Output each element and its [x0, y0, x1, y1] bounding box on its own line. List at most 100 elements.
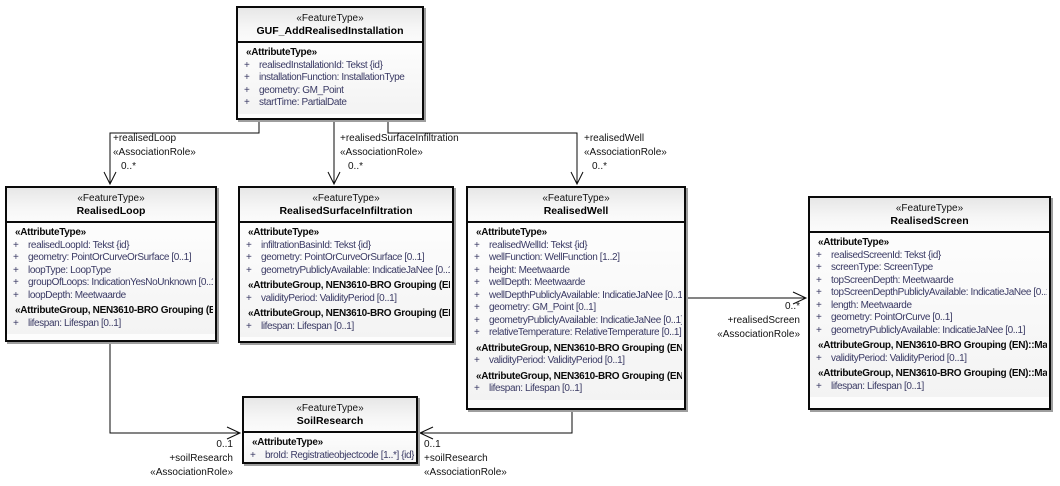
- class-name: RealisedScreen: [890, 215, 969, 227]
- association-role-name: +realisedWell: [584, 133, 645, 144]
- attribute-row: +wellDepth: Meetwaarde: [474, 277, 586, 288]
- attribute-row: +wellDepthPubliclyAvailable: IndicatieJa…: [474, 289, 682, 301]
- arrowhead-realised-well: [570, 171, 584, 186]
- attribute-group-header: «AttributeGroup, NEN3610-BRO Grouping (E…: [476, 370, 682, 382]
- arrowhead-realised-screen: [792, 291, 808, 305]
- visibility-public: +: [13, 252, 19, 263]
- attribute-row: +topScreenDepth: Meetwaarde: [816, 274, 954, 286]
- association-multiplicity: 0..*: [121, 161, 137, 172]
- visibility-public: +: [816, 312, 822, 323]
- association-label-realised-well: +realisedWell «AssociationRole» 0..*: [584, 132, 667, 174]
- class-soil-research[interactable]: «FeatureType» SoilResearch «AttributeTyp…: [242, 396, 418, 464]
- connector-realised-well[interactable]: [387, 120, 578, 184]
- visibility-public: +: [816, 380, 822, 392]
- attribute-row: +geometry: GM_Point: [244, 84, 344, 96]
- visibility-public: +: [13, 264, 19, 276]
- class-stereotype: «FeatureType»: [895, 203, 964, 214]
- connector-soil-research-right[interactable]: [420, 410, 573, 434]
- attribute-row: +loopType: LoopType: [13, 264, 111, 276]
- attribute-group-header: «AttributeGroup, NEN3610-BRO Grouping (E…: [15, 305, 213, 316]
- attribute-group-header: «AttributeGroup, NEN3610-BRO Grouping (E…: [818, 340, 1047, 351]
- visibility-public: +: [246, 239, 252, 251]
- association-multiplicity: 0..*: [348, 161, 364, 172]
- attribute-row: +lifespan: Lifespan [0..1]: [474, 383, 582, 394]
- attribute-row: +geometryPubliclyAvailable: IndicatieJaN…: [246, 264, 450, 276]
- visibility-public: +: [246, 252, 252, 263]
- association-stereotype: «AssociationRole»: [584, 147, 667, 158]
- visibility-public: +: [250, 449, 256, 461]
- attribute-row: +geometry: PointOrCurveOrSurface [0..1]: [246, 252, 425, 263]
- association-multiplicity: 0..*: [784, 301, 800, 312]
- association-role-name: +realisedLoop: [113, 133, 177, 144]
- visibility-public: +: [474, 383, 480, 394]
- visibility-public: +: [474, 252, 480, 263]
- visibility-public: +: [246, 320, 252, 332]
- association-stereotype: «AssociationRole»: [150, 467, 233, 478]
- association-label-realised-surface-infiltration: +realisedSurfaceInfiltration «Associatio…: [340, 132, 459, 174]
- attribute-row: +validityPeriod: ValidityPeriod [0..1]: [816, 352, 967, 364]
- attribute-type-header: «AttributeType»: [252, 437, 323, 448]
- visibility-public: +: [244, 97, 250, 108]
- class-name: GUF_AddRealisedInstallation: [256, 25, 404, 37]
- class-header: «FeatureType» RealisedSurfaceInfiltratio…: [240, 188, 452, 223]
- class-realised-surface-infiltration[interactable]: «FeatureType» RealisedSurfaceInfiltratio…: [238, 186, 454, 343]
- attribute-row: +realisedLoopId: Tekst {id}: [13, 239, 130, 251]
- connector-soil-research-left[interactable]: [109, 342, 240, 434]
- association-stereotype: «AssociationRole»: [113, 147, 196, 158]
- class-realised-loop[interactable]: «FeatureType» RealisedLoop «AttributeTyp…: [5, 186, 217, 342]
- attribute-row: +realisedScreenId: Tekst {id}: [816, 249, 941, 261]
- attribute-row: +validityPeriod: ValidityPeriod [0..1]: [246, 292, 397, 304]
- connector-realised-loop[interactable]: [109, 120, 260, 184]
- visibility-public: +: [244, 84, 250, 96]
- attribute-row: +installationFunction: InstallationType: [244, 72, 405, 83]
- attribute-type-header: «AttributeType»: [15, 227, 86, 238]
- association-label-realised-screen: 0..* +realisedScreen «AssociationRole»: [717, 300, 800, 342]
- class-guf-add-realised-installation[interactable]: «FeatureType» GUF_AddRealisedInstallatio…: [236, 6, 424, 120]
- class-realised-screen[interactable]: «FeatureType» RealisedScreen «AttributeT…: [808, 196, 1051, 410]
- class-body: «AttributeType» +realisedInstallationId:…: [238, 43, 422, 114]
- visibility-public: +: [13, 277, 19, 288]
- visibility-public: +: [474, 302, 480, 313]
- attribute-type-header: «AttributeType»: [476, 227, 547, 238]
- class-name: RealisedLoop: [76, 205, 146, 217]
- class-stereotype: «FeatureType»: [77, 193, 145, 204]
- class-body: «AttributeType» +realisedWellId: Tekst {…: [468, 223, 684, 400]
- visibility-public: +: [816, 299, 822, 311]
- class-realised-well[interactable]: «FeatureType» RealisedWell «AttributeTyp…: [466, 186, 686, 410]
- class-header: «FeatureType» GUF_AddRealisedInstallatio…: [238, 8, 422, 43]
- class-stereotype: «FeatureType»: [542, 193, 610, 204]
- association-role-name: +realisedSurfaceInfiltration: [340, 133, 459, 144]
- attribute-row: +relativeTemperature: RelativeTemperatur…: [474, 327, 682, 338]
- attribute-row: +geometry: PointOrCurveOrSurface [0..1]: [13, 252, 192, 263]
- visibility-public: +: [13, 239, 19, 251]
- class-header: «FeatureType» RealisedScreen: [810, 198, 1049, 233]
- class-body: «AttributeType» +realisedLoopId: Tekst {…: [7, 223, 215, 334]
- class-name: RealisedWell: [543, 205, 609, 217]
- attribute-row: +geometryPubliclyAvailable: IndicatieJaN…: [816, 324, 1026, 336]
- attribute-row: +geometry: GM_Point [0..1]: [474, 302, 596, 313]
- visibility-public: +: [474, 264, 480, 276]
- association-role-name: +soilResearch: [424, 453, 488, 464]
- attribute-row: +topScreenDepthPubliclyAvailable: Indica…: [816, 287, 1047, 298]
- visibility-public: +: [474, 277, 480, 288]
- attribute-row: +infiltrationBasinId: Tekst {id}: [246, 239, 371, 251]
- class-name: RealisedSurfaceInfiltration: [279, 205, 413, 217]
- attribute-row: +geometry: PointOrCurve [0..1]: [816, 312, 953, 323]
- class-stereotype: «FeatureType»: [296, 13, 364, 24]
- attribute-row: +lifespan: Lifespan [0..1]: [13, 317, 121, 329]
- attribute-row: +geometryPubliclyAvailable: IndicatieJaN…: [474, 314, 682, 326]
- attribute-group-header: «AttributeGroup, NEN3610-BRO Grouping (E…: [818, 368, 1047, 379]
- attribute-row: +wellFunction: WellFunction [1..2]: [474, 252, 620, 263]
- visibility-public: +: [816, 287, 822, 298]
- visibility-public: +: [13, 317, 19, 329]
- attribute-row: +realisedWellId: Tekst {id}: [474, 239, 588, 251]
- class-header: «FeatureType» RealisedLoop: [7, 188, 215, 223]
- association-stereotype: «AssociationRole»: [717, 329, 800, 340]
- visibility-public: +: [816, 324, 822, 336]
- attribute-row: +screenType: ScreenType: [816, 262, 933, 273]
- attribute-group-header: «AttributeGroup, NEN3610-BRO Grouping (E…: [476, 342, 682, 354]
- arrowhead-realised-loop: [103, 171, 117, 186]
- class-stereotype: «FeatureType»: [296, 403, 364, 414]
- class-body: «AttributeType» +infiltrationBasinId: Te…: [240, 223, 452, 337]
- arrowhead-realised-surface-infiltration: [327, 171, 341, 186]
